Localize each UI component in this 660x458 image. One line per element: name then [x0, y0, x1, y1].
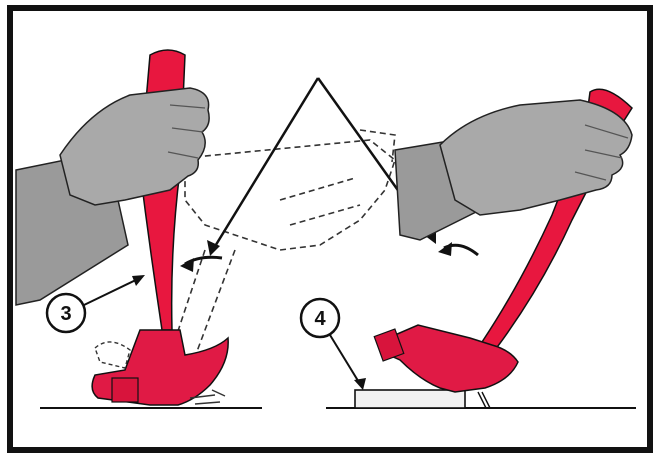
wood-block: [355, 390, 465, 408]
callout-3-label: 3: [60, 303, 71, 325]
callout-4-label: 4: [314, 308, 326, 330]
hammer-face-left: [112, 378, 138, 402]
